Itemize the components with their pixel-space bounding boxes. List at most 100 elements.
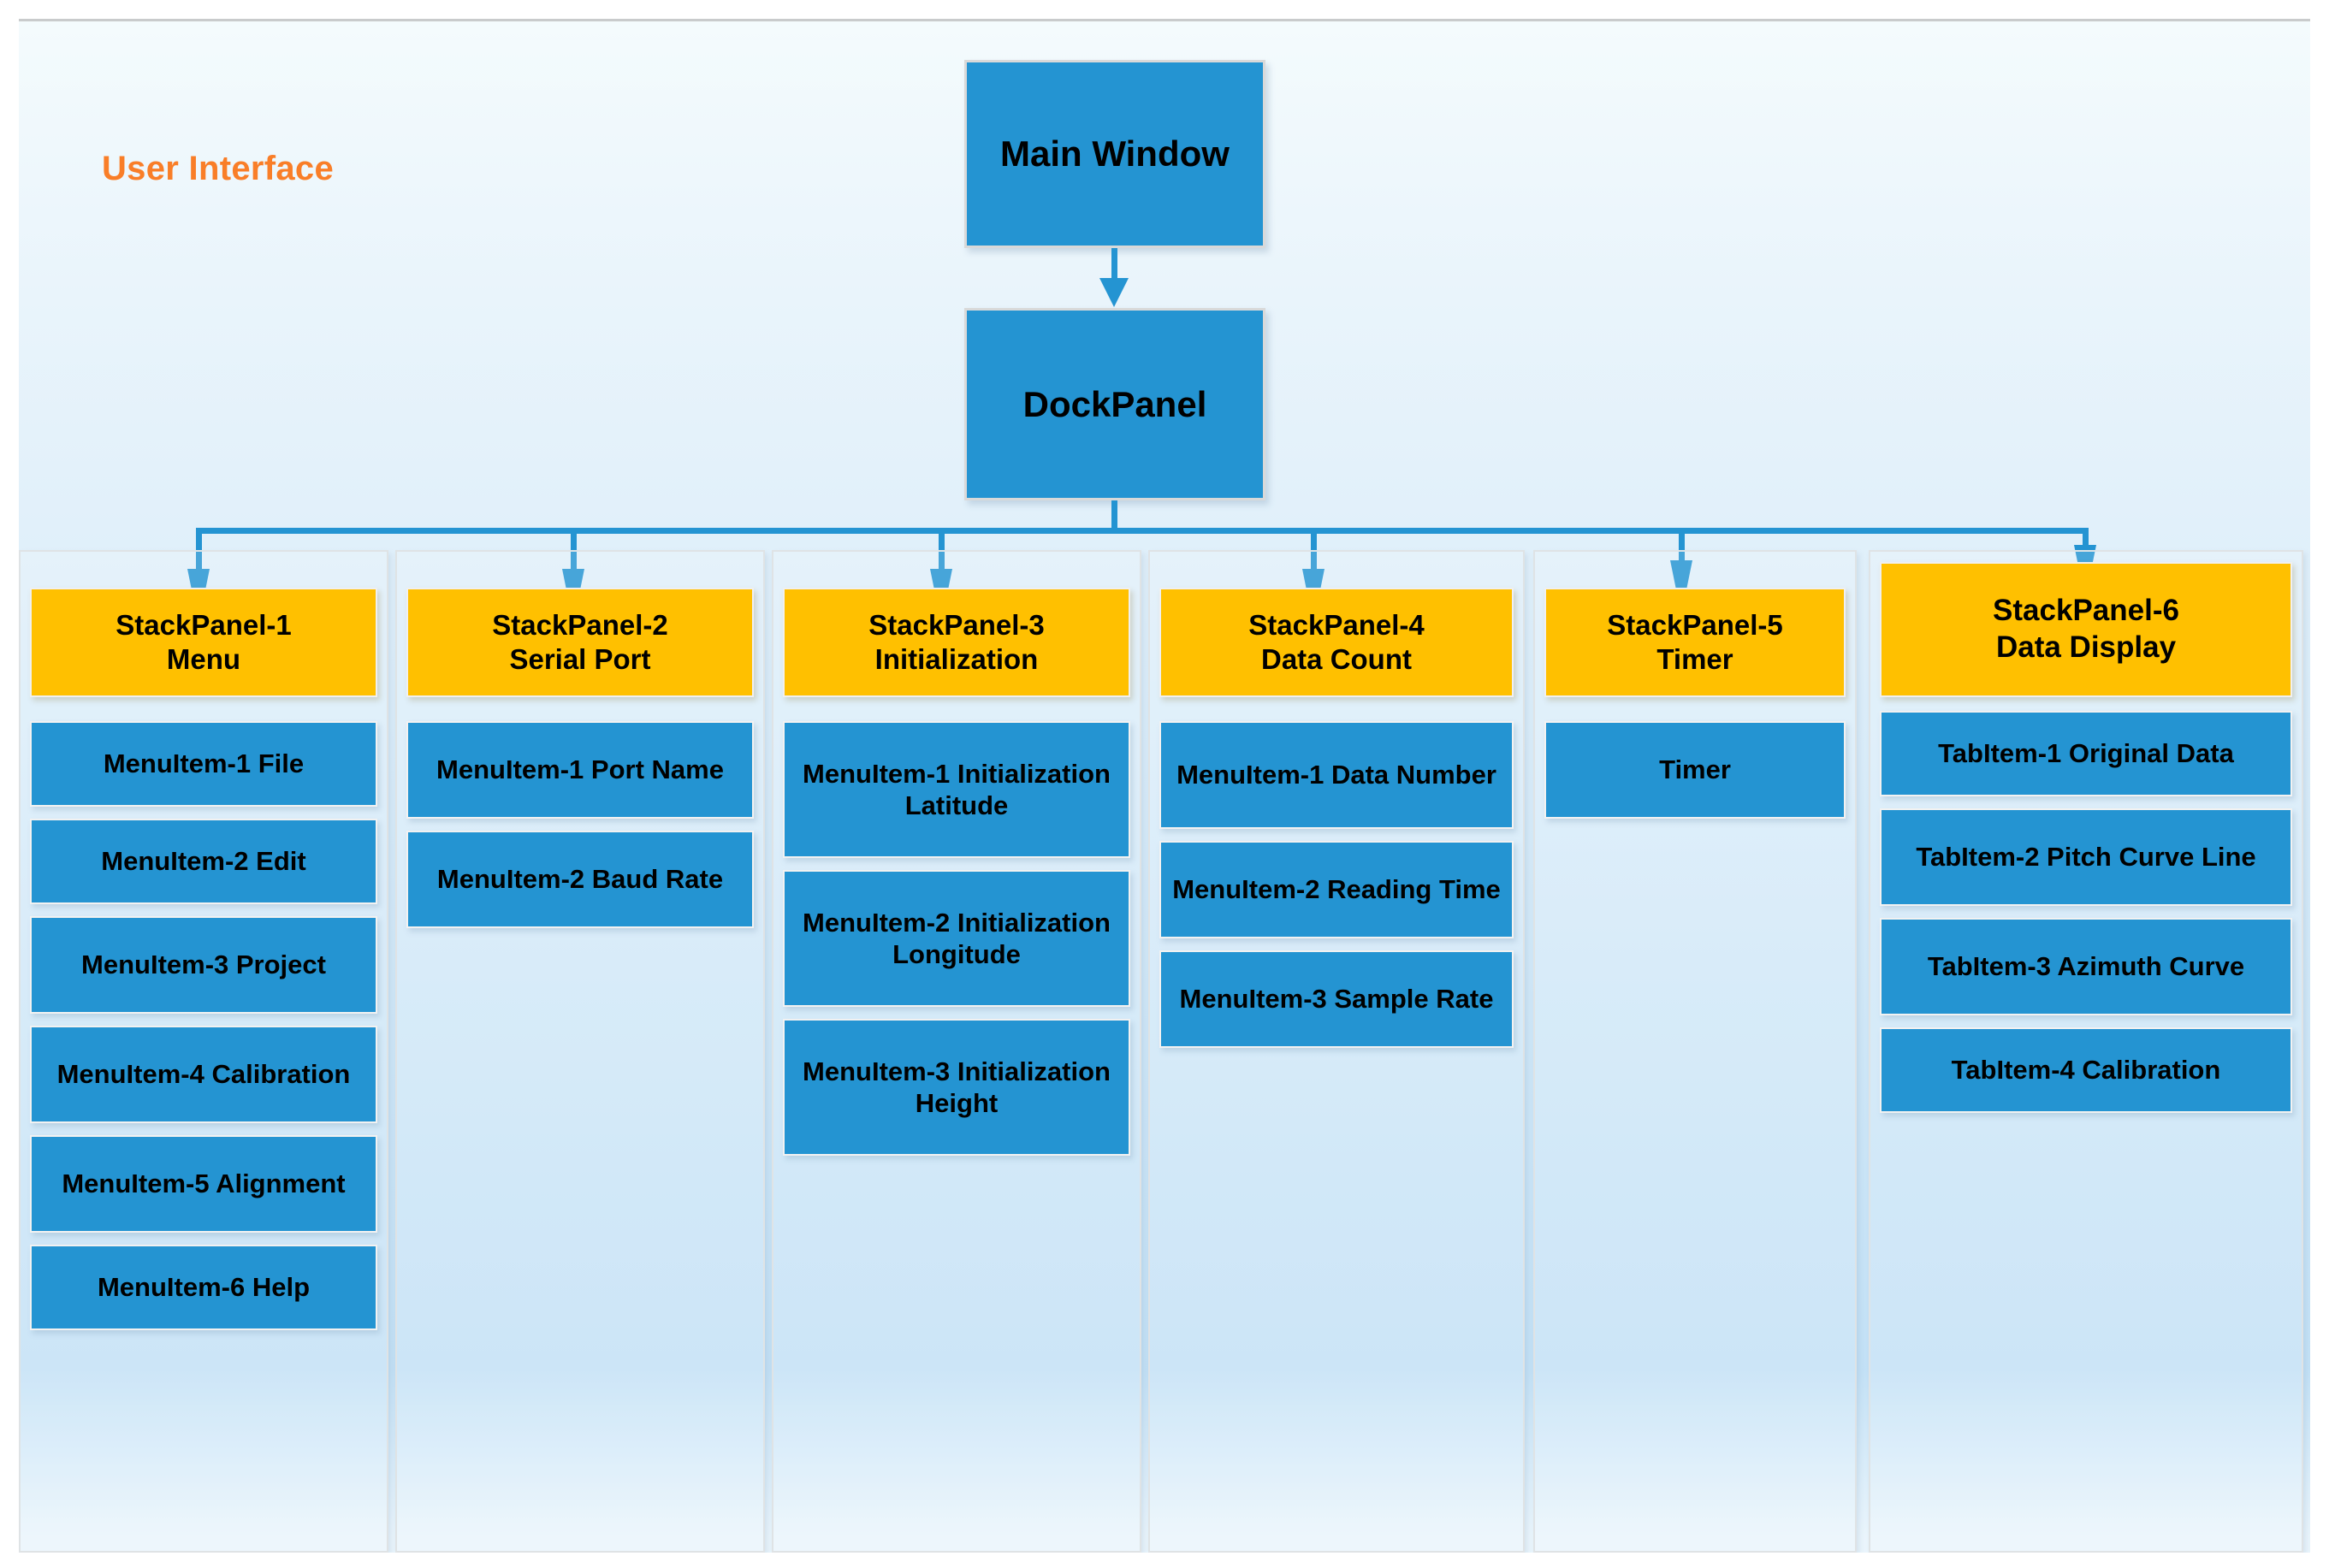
stackpanel-3-item-1[interactable]: MenuItem-1 Initialization Latitude bbox=[783, 721, 1130, 858]
spacer bbox=[779, 697, 1135, 721]
stackpanel-1-item-3[interactable]: MenuItem-3 Project bbox=[30, 916, 377, 1014]
spacer bbox=[779, 1007, 1135, 1019]
stackpanel-1-item-2[interactable]: MenuItem-2 Edit bbox=[30, 819, 377, 904]
stackpanel-2-item-1[interactable]: MenuItem-1 Port Name bbox=[406, 721, 754, 819]
stackpanel-header-6-line1: StackPanel-6 bbox=[1993, 594, 2179, 628]
stackpanel-6-item-4-label: TabItem-4 Calibration bbox=[1951, 1055, 2221, 1086]
stackpanel-header-2-line1: StackPanel-2 bbox=[492, 608, 668, 641]
stackpanel-6-item-2-label: TabItem-2 Pitch Curve Line bbox=[1916, 842, 2256, 873]
diagram-canvas: User Interface Main Window DockPanel Sta… bbox=[19, 19, 2310, 1553]
stackpanel-3-item-2[interactable]: MenuItem-2 Initialization Longitude bbox=[783, 870, 1130, 1007]
stackpanel-1-item-1[interactable]: MenuItem-1 File bbox=[30, 721, 377, 807]
stackpanel-1-item-4-label: MenuItem-4 Calibration bbox=[56, 1059, 351, 1090]
connector-drop-1 bbox=[196, 528, 202, 589]
stackpanel-header-3-line1: StackPanel-3 bbox=[868, 608, 1045, 641]
node-main-window[interactable]: Main Window bbox=[964, 60, 1265, 248]
stackpanel-header-1-line2: Menu bbox=[166, 643, 241, 675]
stackpanel-3-item-2-label: MenuItem-2 Initialization Longitude bbox=[803, 907, 1111, 969]
stackpanel-4-item-2-label: MenuItem-2 Reading Time bbox=[1172, 874, 1501, 905]
spacer bbox=[26, 807, 382, 819]
stackpanel-1-item-5[interactable]: MenuItem-5 Alignment bbox=[30, 1135, 377, 1233]
stackpanel-header-3-line2: Initialization bbox=[874, 643, 1039, 675]
spacer bbox=[26, 1123, 382, 1135]
stackpanel-4-item-2[interactable]: MenuItem-2 Reading Time bbox=[1159, 841, 1514, 938]
section-label-user-interface: User Interface bbox=[102, 150, 334, 187]
stackpanel-6-item-4[interactable]: TabItem-4 Calibration bbox=[1880, 1027, 2292, 1113]
arrow-main-to-dock bbox=[1099, 278, 1129, 307]
spacer bbox=[1876, 796, 2296, 808]
stackpanel-header-5-line1: StackPanel-5 bbox=[1607, 608, 1783, 641]
node-main-window-label: Main Window bbox=[1000, 133, 1230, 174]
connector-main-to-dock bbox=[1111, 248, 1117, 284]
node-dock-panel-label: DockPanel bbox=[1022, 383, 1207, 424]
stackpanel-6-item-2[interactable]: TabItem-2 Pitch Curve Line bbox=[1880, 808, 2292, 906]
stackpanel-4-item-1[interactable]: MenuItem-1 Data Number bbox=[1159, 721, 1514, 829]
stackpanel-4-item-3-label: MenuItem-3 Sample Rate bbox=[1179, 984, 1494, 1015]
stackpanel-header-1-line1: StackPanel-1 bbox=[116, 608, 292, 641]
stackpanel-6-item-1-label: TabItem-1 Original Data bbox=[1938, 738, 2234, 769]
connector-drop-4 bbox=[1311, 528, 1317, 589]
spacer bbox=[1155, 938, 1518, 950]
stackpanel-1-item-1-label: MenuItem-1 File bbox=[103, 748, 305, 779]
stackpanel-header-2-line2: Serial Port bbox=[509, 643, 651, 675]
stackpanel-3-item-3[interactable]: MenuItem-3 Initialization Height bbox=[783, 1019, 1130, 1156]
stackpanel-1-item-6[interactable]: MenuItem-6 Help bbox=[30, 1245, 377, 1330]
stackpanel-2-item-2-label: MenuItem-2 Baud Rate bbox=[436, 864, 724, 895]
spacer bbox=[1540, 697, 1850, 721]
stackpanel-4-item-1-label: MenuItem-1 Data Number bbox=[1176, 760, 1496, 790]
stackpanel-1-item-4[interactable]: MenuItem-4 Calibration bbox=[30, 1026, 377, 1123]
stackpanel-6-item-3[interactable]: TabItem-3 Azimuth Curve bbox=[1880, 918, 2292, 1015]
connector-drop-3 bbox=[939, 528, 945, 589]
connector-drop-2 bbox=[571, 528, 577, 589]
stackpanel-6-item-1[interactable]: TabItem-1 Original Data bbox=[1880, 711, 2292, 796]
stackpanel-1-item-6-label: MenuItem-6 Help bbox=[97, 1272, 311, 1303]
stackpanel-2-item-2[interactable]: MenuItem-2 Baud Rate bbox=[406, 831, 754, 928]
stackpanel-3-item-1-label: MenuItem-1 Initialization Latitude bbox=[803, 758, 1111, 820]
spacer bbox=[1876, 906, 2296, 918]
stackpanel-1-item-5-label: MenuItem-5 Alignment bbox=[62, 1169, 346, 1199]
stackpanel-3-item-3-label: MenuItem-3 Initialization Height bbox=[803, 1056, 1111, 1118]
stackpanel-5-item-1[interactable]: Timer bbox=[1544, 721, 1846, 819]
spacer bbox=[26, 904, 382, 916]
stackpanel-6-item-3-label: TabItem-3 Azimuth Curve bbox=[1927, 951, 2245, 982]
node-dock-panel[interactable]: DockPanel bbox=[964, 308, 1265, 500]
stackpanel-header-6-line2: Data Display bbox=[1995, 630, 2177, 664]
connector-drop-5 bbox=[1679, 528, 1685, 581]
spacer bbox=[402, 697, 758, 721]
stackpanel-1-item-3-label: MenuItem-3 Project bbox=[81, 950, 326, 980]
stackpanel-5-item-1-label: Timer bbox=[1659, 754, 1731, 785]
spacer bbox=[26, 1014, 382, 1026]
spacer bbox=[1876, 1015, 2296, 1027]
stackpanel-2-item-1-label: MenuItem-1 Port Name bbox=[436, 754, 724, 785]
stackpanel-header-4-line2: Data Count bbox=[1261, 643, 1412, 675]
spacer bbox=[26, 697, 382, 721]
spacer bbox=[1155, 829, 1518, 841]
stackpanel-header-5-line2: Timer bbox=[1656, 643, 1733, 675]
spacer bbox=[1155, 697, 1518, 721]
connector-dock-stem bbox=[1111, 500, 1117, 533]
connector-branch-bus bbox=[196, 528, 2089, 534]
stackpanel-4-item-3[interactable]: MenuItem-3 Sample Rate bbox=[1159, 950, 1514, 1048]
spacer bbox=[26, 1233, 382, 1245]
stackpanel-1-item-2-label: MenuItem-2 Edit bbox=[101, 846, 306, 877]
stackpanel-header-4-line1: StackPanel-4 bbox=[1248, 608, 1425, 641]
